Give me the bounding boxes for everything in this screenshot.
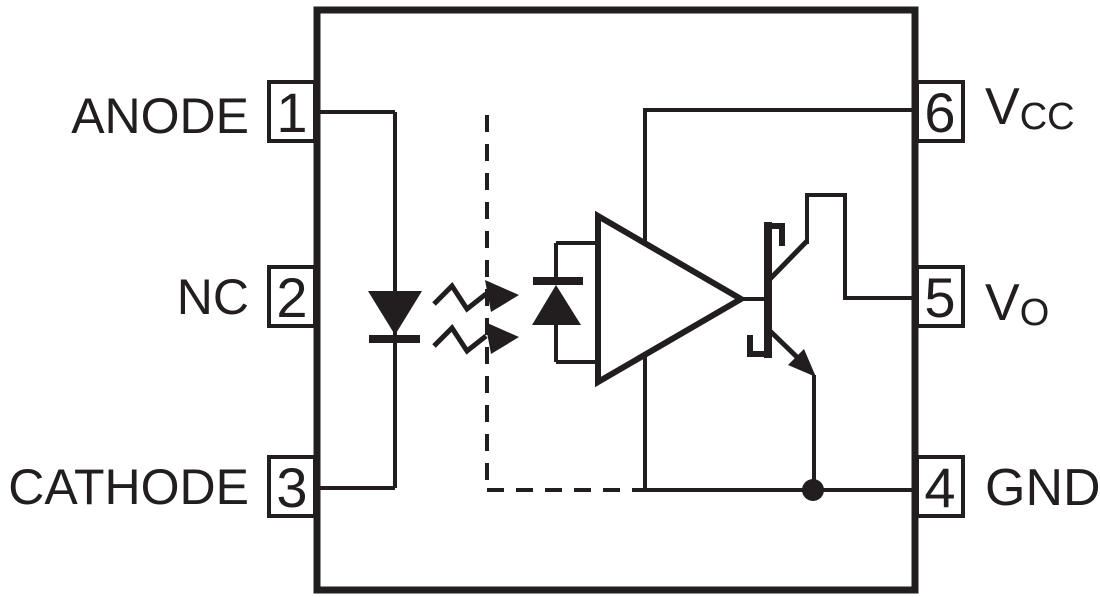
transistor-collector-diagonal <box>767 239 809 282</box>
pin-number-6: 6 <box>924 80 956 144</box>
pin-box-3: 3 <box>267 455 317 518</box>
transistor-emitter-arrowhead <box>788 349 816 377</box>
light-arrow-bottom-head <box>485 322 519 354</box>
pin-number-3: 3 <box>276 455 308 519</box>
nc-label: NC <box>176 269 249 325</box>
vo-label: VO <box>985 277 1049 334</box>
vcc-label-sub: CC <box>1019 96 1075 138</box>
gnd-label-main: GND <box>985 459 1100 517</box>
vo-label-main: V <box>985 274 1020 332</box>
light-arrow-top-head <box>485 280 519 312</box>
light-arrows-icon <box>432 280 519 355</box>
light-arrow-bottom-zigzag <box>432 324 488 355</box>
collector-to-vo-trace <box>805 193 915 300</box>
pin-box-4: 4 <box>915 455 965 518</box>
vcc-label-main: V <box>985 78 1020 136</box>
cathode-label: CATHODE <box>8 459 249 515</box>
pin-box-5: 5 <box>915 265 965 328</box>
light-arrow-top-zigzag <box>432 282 488 313</box>
anode-label: ANODE <box>71 88 249 144</box>
pin-box-2: 2 <box>267 265 317 328</box>
pin-box-1: 1 <box>267 80 317 143</box>
pin-number-4: 4 <box>924 455 956 519</box>
vcc-label: VCC <box>985 81 1075 138</box>
vo-label-sub: O <box>1019 292 1050 334</box>
photodiode-symbol <box>532 241 598 364</box>
vcc-rail <box>643 108 915 244</box>
pin-number-5: 5 <box>924 265 956 329</box>
gnd-label: GND <box>985 462 1100 519</box>
amplifier-triangle-icon <box>595 210 747 388</box>
transistor-base-top-hook <box>764 223 785 246</box>
led-triangle-icon <box>368 291 422 335</box>
transistor-emitter-diagonal <box>768 329 802 362</box>
transistor-base-bottom-hook <box>747 335 772 357</box>
pin-number-1: 1 <box>276 80 308 144</box>
pin-box-6: 6 <box>915 80 965 143</box>
photodiode-triangle-icon <box>532 285 581 325</box>
pin-number-2: 2 <box>276 265 308 329</box>
output-transistor-symbol <box>741 193 915 490</box>
